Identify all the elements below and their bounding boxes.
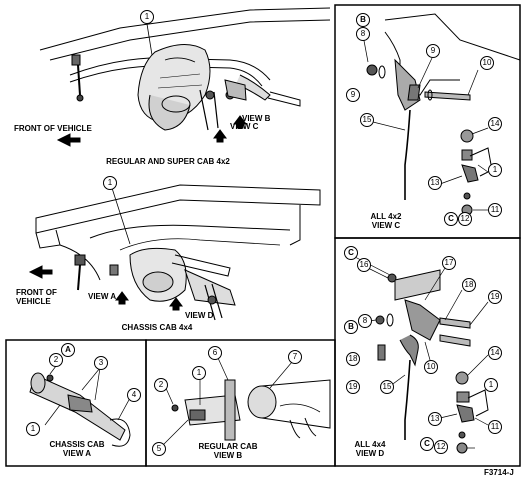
callout-view-c-8: 8 xyxy=(356,27,370,41)
mid-frame-drawing xyxy=(35,184,321,321)
callout-view-d-11: 11 xyxy=(488,420,502,434)
caption-chassis-cab: CHASSIS CAB xyxy=(49,440,105,449)
callout-view-c-12: 12 xyxy=(458,212,472,226)
callout-view-d-8: 8 xyxy=(358,314,372,328)
callout-view-a-4: 4 xyxy=(127,388,141,402)
front-arrow-top xyxy=(56,133,81,147)
callout-view-a-2: 2 xyxy=(49,353,63,367)
view-c-drawing xyxy=(361,13,521,220)
view-a-label-mid: VIEW A xyxy=(88,292,117,301)
callout-view-a-1: 1 xyxy=(26,422,40,436)
callout-view-b-1: 1 xyxy=(192,366,206,380)
callout-view-d-14: 14 xyxy=(488,346,502,360)
callout-view-d-19b: 19 xyxy=(346,380,360,394)
panel-view-b-frame xyxy=(145,339,336,467)
callout-view-b-2: 2 xyxy=(154,378,168,392)
callout-view-c-14: 14 xyxy=(488,117,502,131)
callout-view-d-10: 10 xyxy=(424,360,438,374)
view-c-arrow-top xyxy=(213,129,227,143)
callout-view-d-16: 16 xyxy=(357,258,371,272)
callout-view-d-17: 17 xyxy=(442,256,456,270)
caption-all-4x4: ALL 4x4 xyxy=(354,440,386,449)
caption-view-b: VIEW B xyxy=(213,451,243,460)
callout-view-c-15: 15 xyxy=(360,113,374,127)
front-of-vehicle-label-mid-1: FRONT OF xyxy=(16,288,57,297)
caption-regular-super-cab: REGULAR AND SUPER CAB 4x2 xyxy=(106,157,230,166)
callout-view-c-9b: 9 xyxy=(426,44,440,58)
view-c-label-top: VIEW C xyxy=(230,122,259,131)
callout-view-d-18b: 18 xyxy=(346,352,360,366)
view-b-drawing xyxy=(159,357,331,449)
callout-view-c-b: B xyxy=(356,13,370,27)
caption-view-a: VIEW A xyxy=(62,449,92,458)
callout-1-top: 1 xyxy=(140,10,154,24)
callout-view-b-7: 7 xyxy=(288,350,302,364)
callout-view-a-a: A xyxy=(61,343,75,357)
callout-view-d-13: 13 xyxy=(428,412,442,426)
view-b-label-top: VIEW B xyxy=(242,114,271,123)
front-of-vehicle-label-top: FRONT OF VEHICLE xyxy=(14,124,92,133)
callout-view-d-12: 12 xyxy=(434,440,448,454)
view-d-drawing xyxy=(354,256,489,454)
top-axle-drawing xyxy=(39,7,331,131)
view-d-arrow-mid xyxy=(169,297,183,311)
callout-view-c-1: 1 xyxy=(488,163,502,177)
figure-id: F3714-J xyxy=(484,468,514,477)
caption-regular-cab: REGULAR CAB xyxy=(198,442,258,451)
callout-view-d-c: C xyxy=(344,246,358,260)
callout-view-c-10: 10 xyxy=(480,56,494,70)
callout-view-a-3: 3 xyxy=(94,356,108,370)
callout-view-c-11: 11 xyxy=(488,203,502,217)
caption-view-d: VIEW D xyxy=(355,449,385,458)
front-arrow-mid xyxy=(28,265,53,279)
view-d-label-mid: VIEW D xyxy=(185,311,214,320)
view-a-drawing xyxy=(29,357,131,447)
view-b-arrow-top xyxy=(233,115,247,129)
callout-view-d-b: B xyxy=(344,320,358,334)
callout-view-d-c2: C xyxy=(420,437,434,451)
callout-view-d-15: 15 xyxy=(380,380,394,394)
callout-view-d-18a: 18 xyxy=(462,278,476,292)
caption-view-c: VIEW C xyxy=(371,221,401,230)
callout-view-c-9a: 9 xyxy=(346,88,360,102)
caption-all-4x2: ALL 4x2 xyxy=(370,212,402,221)
callout-1-mid: 1 xyxy=(103,176,117,190)
callout-view-b-5: 5 xyxy=(152,442,166,456)
callout-view-d-19a: 19 xyxy=(488,290,502,304)
view-a-arrow-mid xyxy=(115,291,129,305)
callout-view-c-c: C xyxy=(444,212,458,226)
caption-chassis-cab-4x4: CHASSIS CAB 4x4 xyxy=(121,323,193,332)
callout-view-c-13: 13 xyxy=(428,176,442,190)
callout-view-b-6: 6 xyxy=(208,346,222,360)
callout-view-d-1: 1 xyxy=(484,378,498,392)
front-of-vehicle-label-mid-2: VEHICLE xyxy=(16,297,51,306)
